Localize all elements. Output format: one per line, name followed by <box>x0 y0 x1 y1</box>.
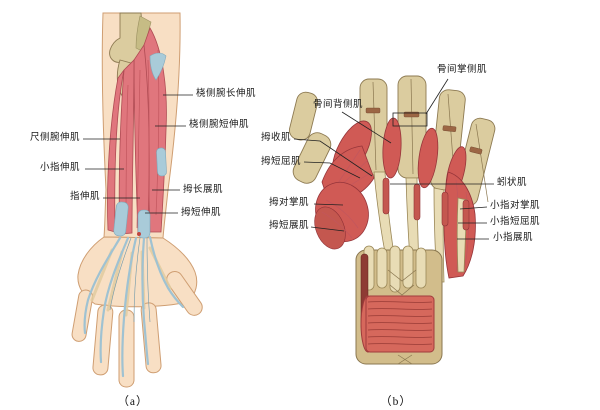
tendon-band <box>365 107 381 114</box>
label-opponens-pollicis: 拇对掌肌 <box>268 198 309 208</box>
label-palmar-interossei: 骨间掌侧肌 <box>437 65 488 75</box>
label-lumbricals: 蚓状肌 <box>497 178 528 188</box>
carpal-tendon <box>389 245 401 293</box>
interosseous-muscle <box>382 117 402 179</box>
lumbrical-muscles <box>382 177 470 231</box>
thenar-muscles <box>314 181 369 250</box>
leader-dorsal-interossei <box>341 111 392 144</box>
label-opponens-digiti-minimi: 小指对掌肌 <box>490 201 541 211</box>
label-extensor-carpi-ulnaris: 尺侧腕伸肌 <box>29 133 80 143</box>
tendon-band <box>469 146 483 155</box>
leader-abductor-pollicis-brevis <box>310 226 345 232</box>
figure-a-illustration <box>71 12 203 388</box>
leader-lines <box>83 78 494 240</box>
middle-finger <box>118 309 135 388</box>
leader-palmar-interossei <box>425 78 449 115</box>
thumb <box>166 270 203 316</box>
label-extensor-digiti-minimi: 小指伸肌 <box>39 163 80 173</box>
label-flexor-digiti-minimi-brevis: 小指短屈肌 <box>490 217 541 227</box>
label-abductor-digiti-minimi: 小指展肌 <box>493 233 534 243</box>
lumbrical-muscle <box>382 177 390 215</box>
little-finger <box>71 289 94 342</box>
label-extensor-pollicis-brevis: 拇短伸肌 <box>181 208 222 218</box>
thumb-bones <box>288 91 332 184</box>
palmar-interossei-highlight-box <box>392 112 428 127</box>
elbow-tendon-patch <box>149 52 167 81</box>
extensor-tendon-fan <box>83 232 185 378</box>
label-flexor-pollicis-brevis: 拇短屈肌 <box>260 157 301 167</box>
label-extensor-digitorum: 指伸肌 <box>69 192 100 202</box>
wrist-marker <box>137 232 141 236</box>
thumb-proximal-bone <box>292 132 332 184</box>
carpal-tendon <box>415 247 427 289</box>
carpal-tendon <box>402 245 414 289</box>
label-extensor-carpi-radialis-longus: 桡侧腕长伸肌 <box>196 89 257 99</box>
interosseous-muscle <box>417 127 439 189</box>
tendon-band <box>442 125 457 132</box>
figure-b-illustration <box>288 75 496 365</box>
lumbrical-muscle <box>441 191 449 227</box>
carpal-tendon <box>376 247 388 289</box>
label-abductor-pollicis-brevis: 拇短展肌 <box>268 221 309 231</box>
pronator-striations <box>367 300 433 346</box>
label-abductor-pollicis-longus: 拇长展肌 <box>183 185 224 195</box>
label-dorsal-interossei: 骨间背侧肌 <box>313 100 364 110</box>
caption-b: （b） <box>380 396 412 408</box>
tendon-patch <box>156 147 167 177</box>
leader-opponens-digiti-minimi <box>459 206 488 210</box>
label-extensor-carpi-radialis-brevis: 桡侧腕短伸肌 <box>189 120 250 130</box>
abductor-pollicis-brevis-muscle <box>314 206 346 250</box>
lumbrical-muscle <box>413 183 421 221</box>
label-adductor-pollicis: 拇收肌 <box>260 133 291 143</box>
lumbrical-muscle <box>462 199 470 231</box>
extensor-muscles <box>107 27 167 235</box>
caption-a: （a） <box>117 396 149 408</box>
leader-flexor-pollicis-brevis <box>303 161 361 179</box>
muscle-belly <box>107 69 125 233</box>
leader-opponens-pollicis <box>313 203 344 206</box>
leader-adductor-pollicis <box>293 138 373 177</box>
wrist-tendons <box>113 52 167 239</box>
wrist-forearm-block <box>355 245 443 365</box>
tendon-patch <box>113 201 129 237</box>
